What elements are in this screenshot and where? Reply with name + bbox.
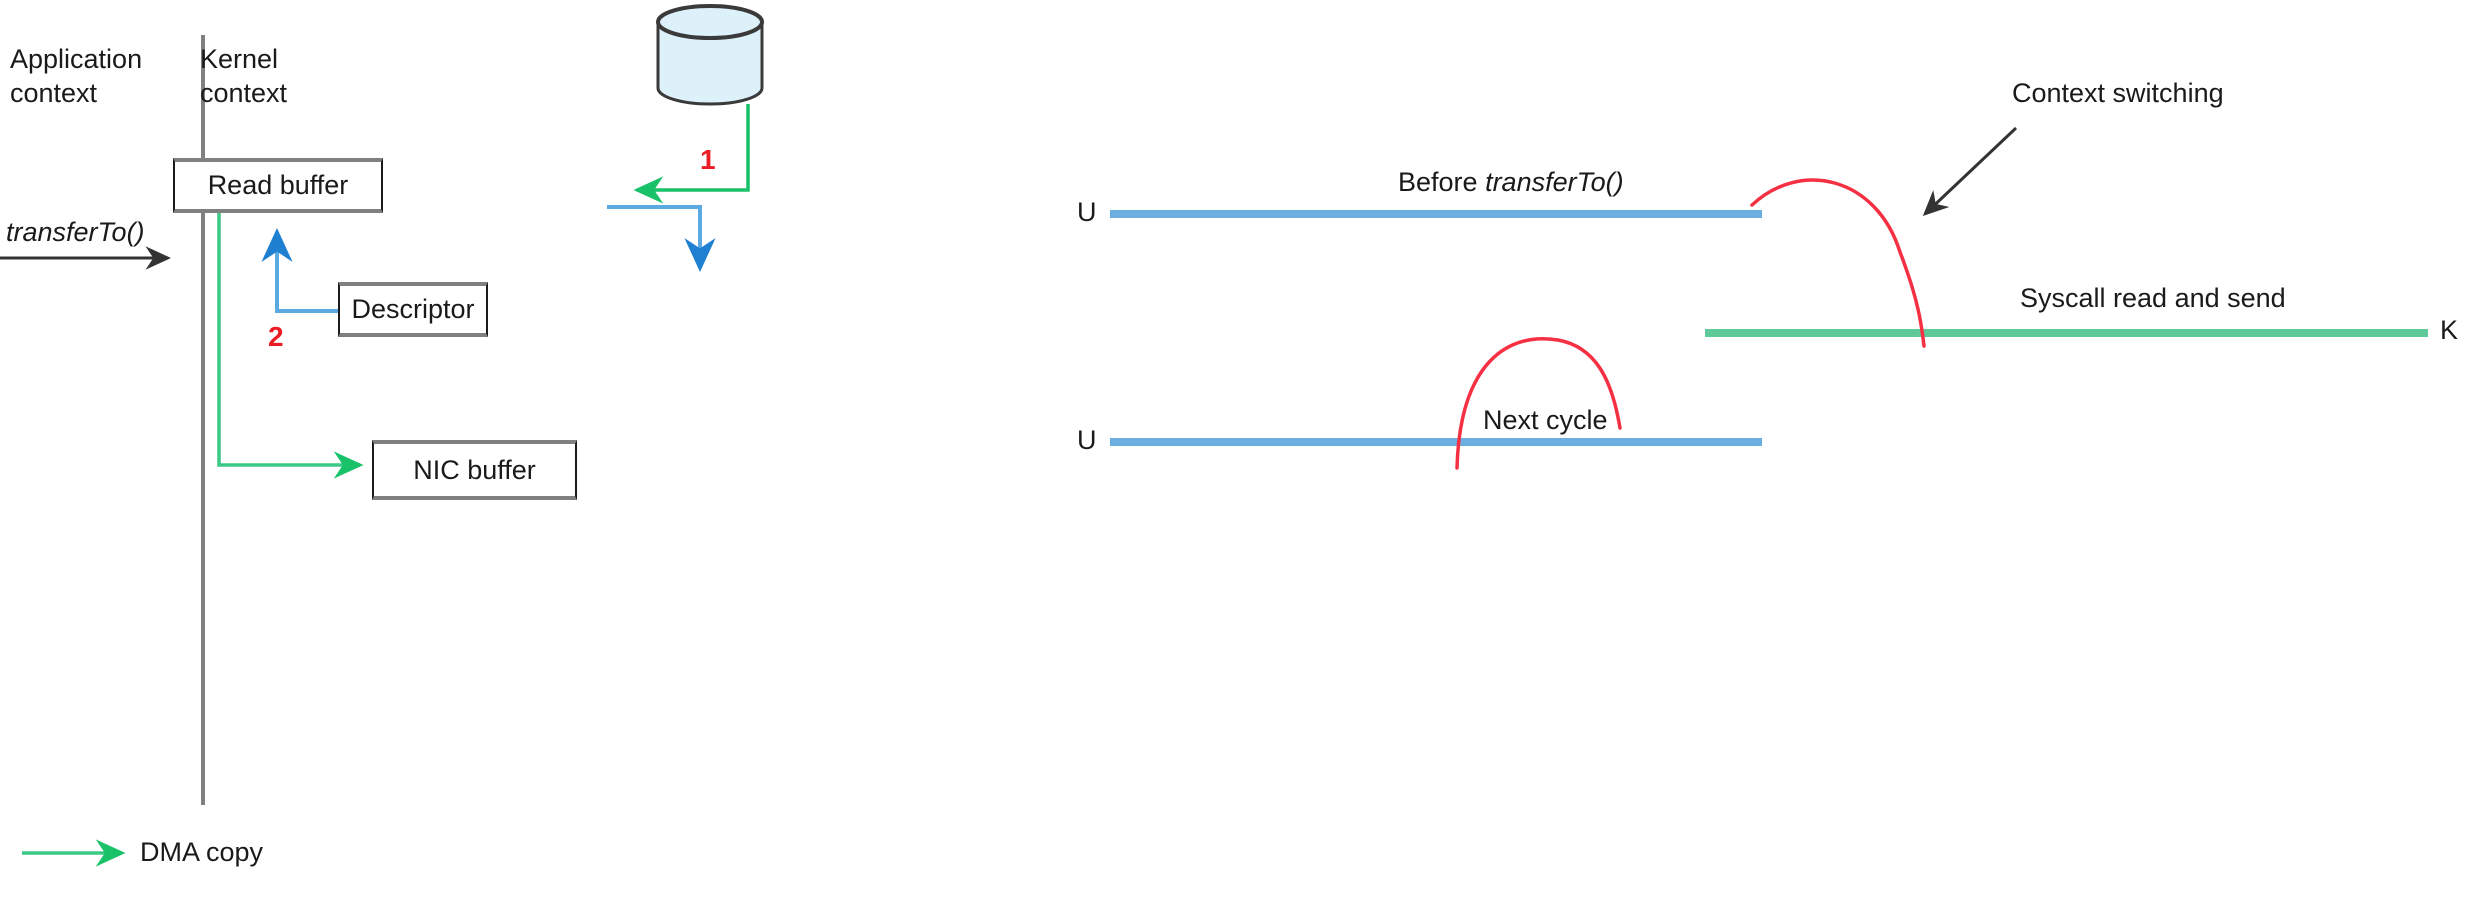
kernel-line-marker: K xyxy=(2440,315,2459,345)
blue-arrow-descriptor-to-read-buffer xyxy=(261,228,341,313)
blue-arrow-read-buffer-to-descriptor xyxy=(607,205,716,272)
node-nic-buffer xyxy=(372,440,577,500)
context-switch-curve-lower xyxy=(1455,337,1622,470)
context-switching-annotation: Context switching xyxy=(2012,78,2224,108)
node-nic-buffer-label: NIC buffer xyxy=(413,454,536,485)
dma-arrow-read-buffer-to-nic-buffer xyxy=(217,212,364,479)
user-line-top-marker: U xyxy=(1077,197,1097,227)
user-line-bottom-marker: U xyxy=(1077,425,1097,455)
before-transferto-prefix: Before xyxy=(1398,167,1486,197)
context-switching-pointer-arrow xyxy=(1922,126,2018,217)
application-context-label: Application context xyxy=(10,44,143,108)
dma-arrow-disk-to-read-buffer xyxy=(633,104,750,204)
syscall-read-and-send-annotation: Syscall read and send xyxy=(2020,283,2286,313)
node-descriptor-label: Descriptor xyxy=(351,294,475,324)
step-1-marker: 1 xyxy=(700,144,716,175)
legend-dma-copy-label: DMA copy xyxy=(140,837,264,867)
next-cycle-annotation: Next cycle xyxy=(1483,405,1608,435)
context-switch-curve-upper xyxy=(1750,178,1926,348)
step-2-marker: 2 xyxy=(268,321,284,352)
node-read-buffer xyxy=(173,158,383,213)
before-transferto-italic: transferTo() xyxy=(1485,167,1624,197)
before-transferto-annotation: Before transferTo() xyxy=(1398,165,1624,199)
node-read-buffer-label: Read buffer xyxy=(207,170,349,200)
disk-cylinder-icon xyxy=(656,4,764,106)
transferto-label: transferTo() xyxy=(6,217,145,247)
node-descriptor xyxy=(338,282,488,337)
kernel-context-label: Kernel context xyxy=(200,44,288,108)
